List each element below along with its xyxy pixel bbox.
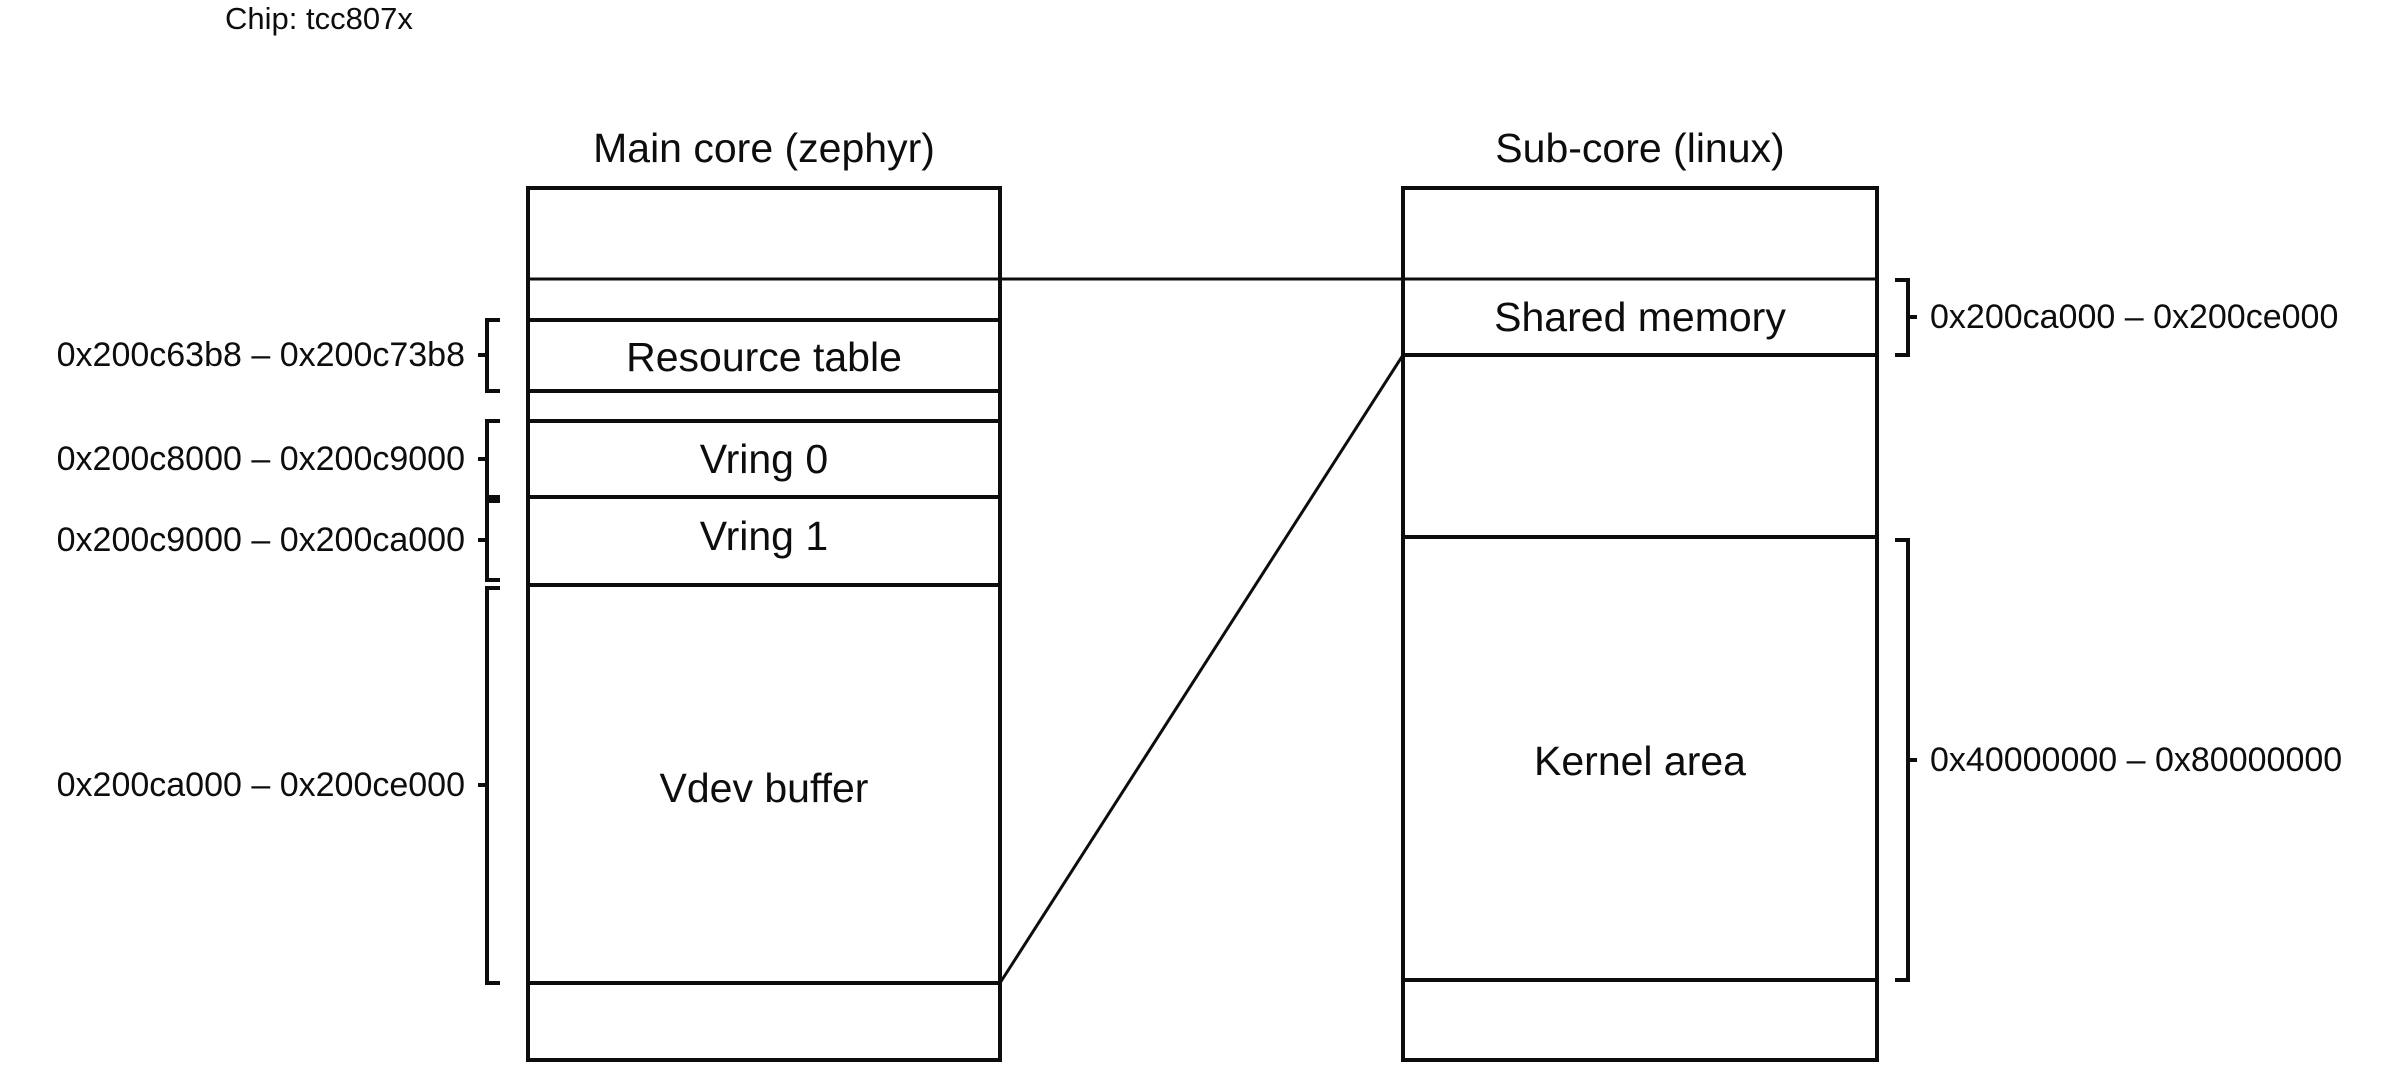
cell-label-shared-memory: Shared memory <box>1494 294 1786 340</box>
address-label-vring-1: 0x200c9000 – 0x200ca000 <box>56 521 465 559</box>
sub-core-column <box>1401 186 1879 1062</box>
cell-label-vring-0: Vring 0 <box>699 436 829 482</box>
cell-label-kernel-area: Kernel area <box>1534 738 1746 784</box>
brace-shared-memory <box>1895 278 1917 357</box>
connector-diagonal-line <box>998 354 1405 984</box>
brace-resource-table <box>478 318 500 393</box>
cell-label-resource-table: Resource table <box>626 334 902 380</box>
brace-vring-0 <box>478 419 500 499</box>
cell-label-vring-1: Vring 1 <box>699 513 829 559</box>
main-core-column <box>526 186 1002 1062</box>
brace-vdev-buffer <box>478 586 500 985</box>
main-core-outline <box>526 186 1002 1062</box>
sub-core-outline <box>1401 186 1879 1062</box>
column-header-sub-core: Sub-core (linux) <box>1495 125 1785 171</box>
address-label-kernel-area: 0x40000000 – 0x80000000 <box>1930 741 2343 779</box>
column-header-main-core: Main core (zephyr) <box>593 125 935 171</box>
address-label-resource-table: 0x200c63b8 – 0x200c73b8 <box>56 336 465 374</box>
brace-kernel-area <box>1895 538 1917 982</box>
address-label-vring-0: 0x200c8000 – 0x200c9000 <box>56 440 465 478</box>
cell-label-vdev-buffer: Vdev buffer <box>659 765 869 811</box>
address-label-shared-memory: 0x200ca000 – 0x200ce000 <box>1930 298 2339 336</box>
brace-vring-1 <box>478 499 500 582</box>
chip-title: Chip: tcc807x <box>225 1 413 36</box>
address-label-vdev-buffer: 0x200ca000 – 0x200ce000 <box>56 766 465 804</box>
